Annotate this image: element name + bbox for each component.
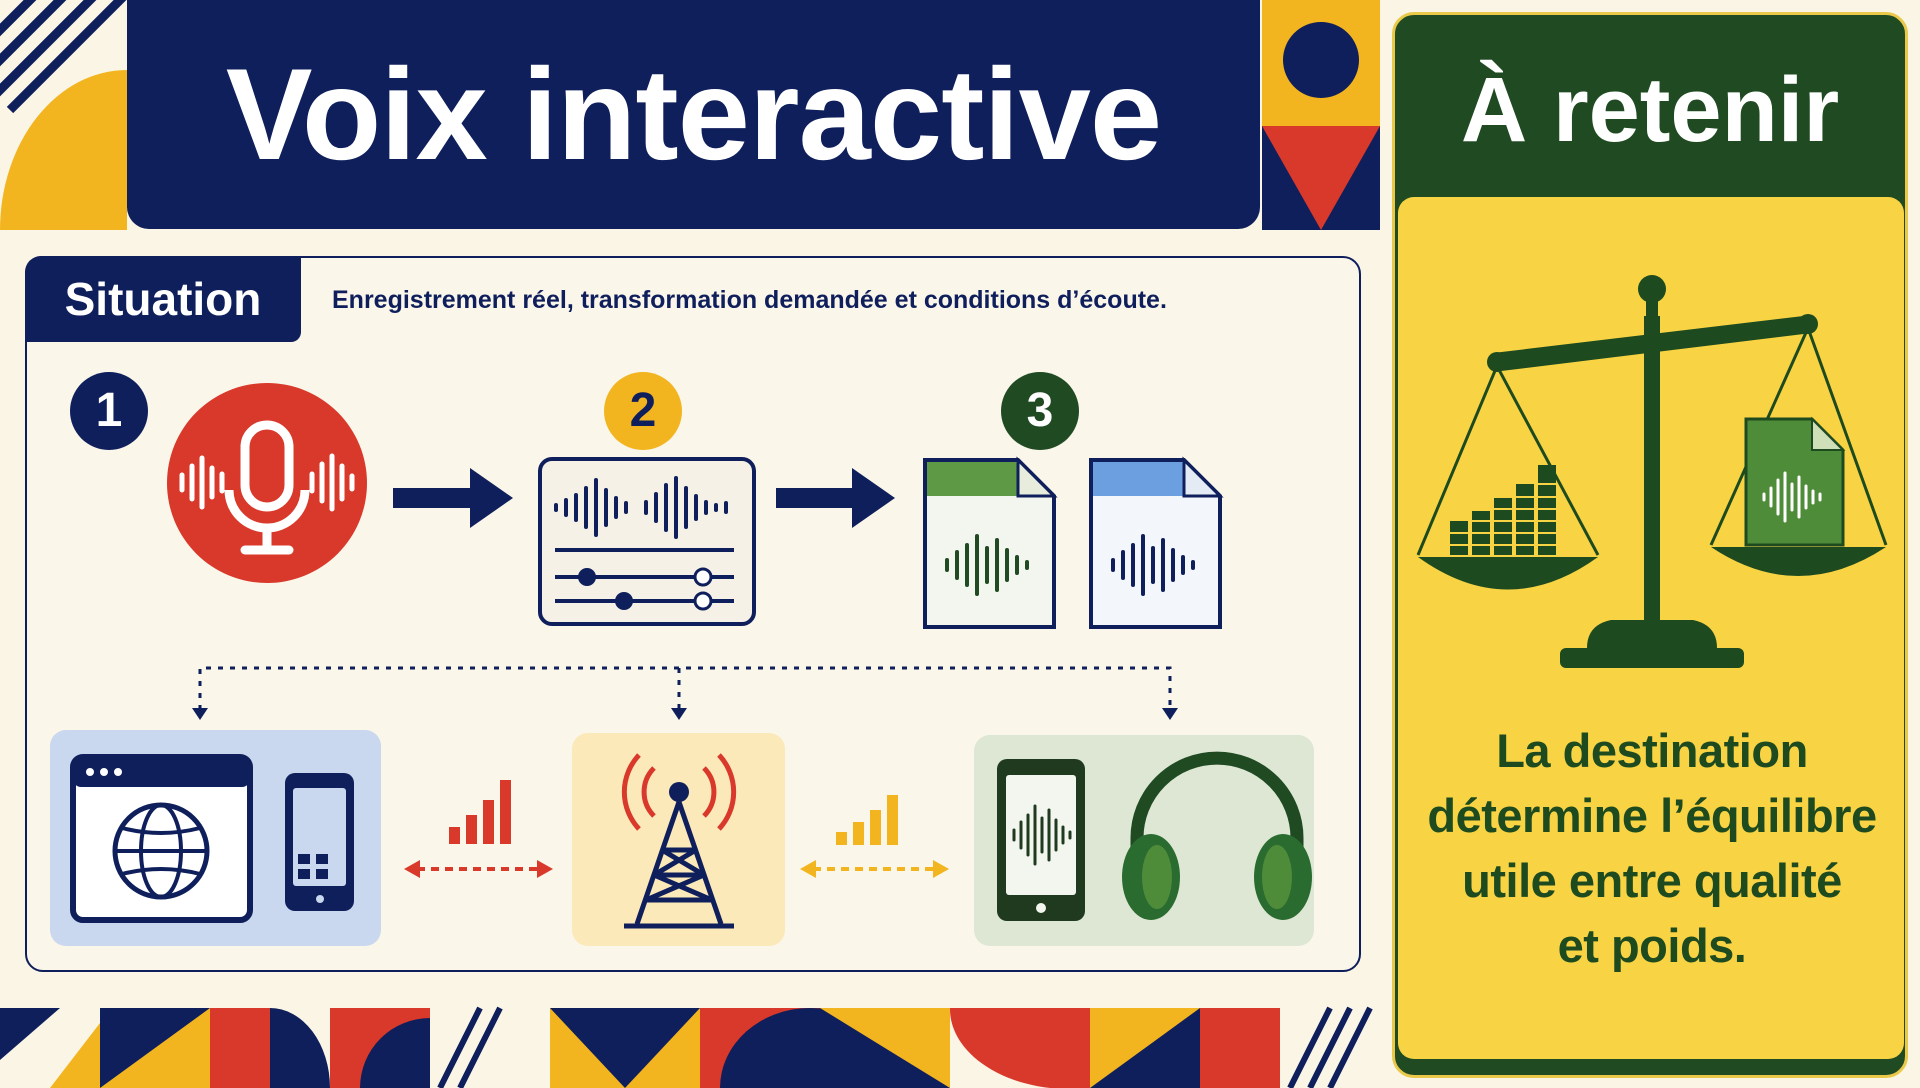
- audio-file-blue-icon: [1089, 456, 1224, 629]
- arrow-2-to-3: [776, 468, 895, 528]
- arrow-1-to-2: [393, 468, 513, 528]
- takeaway-line-1: La destination: [1496, 724, 1808, 777]
- top-left-stripes: [0, 0, 127, 230]
- connector-arrowhead-3: [1162, 708, 1178, 720]
- situation-label: Situation: [25, 256, 301, 342]
- smartphone-icon: [285, 773, 354, 911]
- signal-bars-red-icon: [449, 780, 511, 844]
- connector-arrowhead-2: [671, 708, 687, 720]
- radio-tower-icon: [621, 753, 737, 929]
- takeaway-line-4: et poids.: [1557, 919, 1747, 972]
- step-number-3: 3: [1001, 372, 1079, 450]
- step-number-2: 2: [604, 372, 682, 450]
- destination-web-mobile: [50, 730, 381, 946]
- page-title: Voix interactive: [127, 0, 1260, 229]
- microphone-icon: [167, 383, 367, 583]
- takeaway-title: À retenir: [1460, 59, 1840, 161]
- situation-description: Enregistrement réel, transformation dema…: [332, 286, 1167, 314]
- connector-arrowhead-1: [192, 708, 208, 720]
- destination-listening: [974, 735, 1314, 946]
- audio-file-green-icon: [923, 456, 1058, 629]
- double-arrow-red-icon: [404, 860, 553, 878]
- takeaway-text: La destination détermine l’équilibre uti…: [1412, 718, 1892, 978]
- bottom-pattern-strip: [0, 1006, 1380, 1088]
- audio-editor-icon: [538, 457, 756, 626]
- dotted-connector: [198, 666, 1172, 710]
- title-side-decoration: [1262, 0, 1380, 230]
- browser-globe-icon: [70, 754, 253, 923]
- destination-broadcast: [572, 733, 785, 946]
- phone-audio-icon: [997, 759, 1085, 921]
- step-number-1: 1: [70, 372, 148, 450]
- double-arrow-yellow-icon: [800, 860, 949, 878]
- takeaway-line-2: détermine l’équilibre: [1427, 789, 1877, 842]
- takeaway-line-3: utile entre qualité: [1462, 854, 1842, 907]
- signal-bars-yellow-icon: [836, 795, 898, 845]
- headphones-icon: [1122, 751, 1312, 920]
